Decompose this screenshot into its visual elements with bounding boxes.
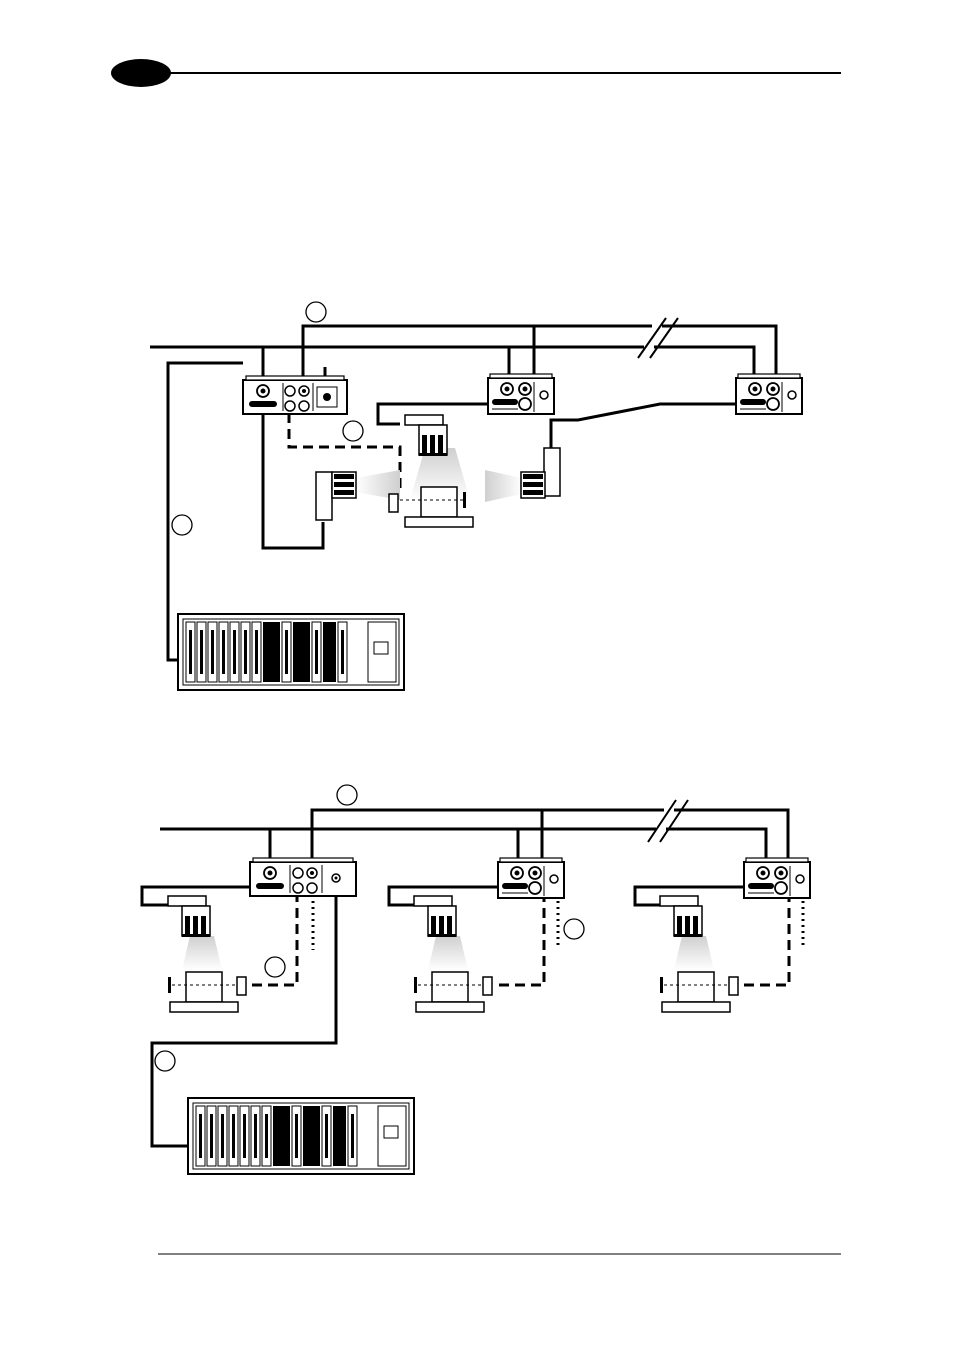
bottom-slave-controller-2 xyxy=(744,858,810,898)
slave-controller-1 xyxy=(488,374,554,414)
bottom-break-mark xyxy=(648,800,688,842)
bottom-slave-controller-1 xyxy=(498,858,564,898)
top-reflector xyxy=(463,492,466,508)
bottom-trigger-cables xyxy=(248,892,789,985)
bottom-callout-3 xyxy=(265,957,285,977)
top-plc-rack xyxy=(178,614,404,690)
top-right-beam xyxy=(485,470,522,502)
bottom-station-3 xyxy=(660,896,738,1012)
bottom-expansion-dots xyxy=(313,895,803,950)
top-callout-1 xyxy=(306,302,326,322)
top-callout-3 xyxy=(172,515,192,535)
bottom-station-1 xyxy=(168,896,246,1012)
chapter-oval-badge-icon xyxy=(111,59,171,87)
page-header xyxy=(111,59,841,87)
slave-controller-2 xyxy=(736,374,802,414)
bottom-plc-rack xyxy=(188,1098,414,1174)
bottom-callout-1 xyxy=(337,785,357,805)
bottom-callout-2 xyxy=(564,919,584,939)
top-callout-2 xyxy=(343,421,363,441)
figure-top xyxy=(150,302,802,690)
top-right-scanner xyxy=(521,448,560,498)
master-controller xyxy=(243,376,347,414)
figure-bottom xyxy=(142,785,810,1174)
bottom-station-2 xyxy=(414,896,492,1012)
bottom-master-controller xyxy=(250,858,356,896)
bottom-callout-4 xyxy=(155,1051,175,1071)
top-break-mark xyxy=(638,318,678,358)
top-photocell xyxy=(389,494,398,512)
top-mid-scanner xyxy=(405,415,447,456)
top-left-scanner xyxy=(316,472,356,520)
